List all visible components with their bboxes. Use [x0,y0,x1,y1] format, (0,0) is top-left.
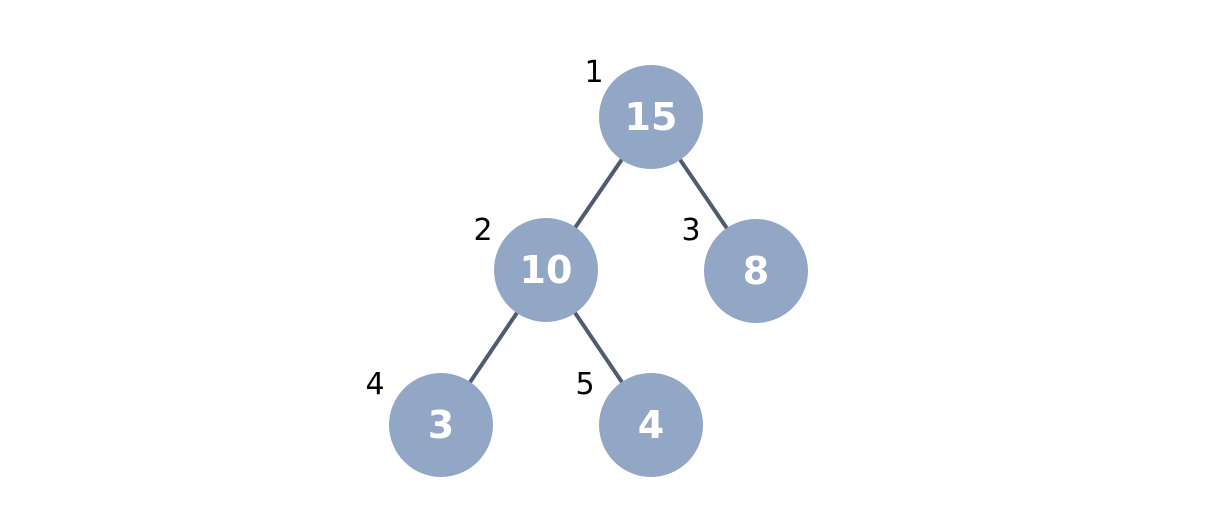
node-index-label: 1 [584,55,603,90]
tree-node-2: 10 2 [473,213,598,322]
edge-2-4 [468,311,519,384]
node-value: 15 [625,95,678,139]
node-value: 10 [520,248,573,292]
node-value: 4 [638,403,664,447]
tree-node-3: 83 [681,213,808,323]
tree-node-5: 45 [575,367,703,477]
tree-node-1: 15 1 [584,55,703,169]
edge-2-5 [573,311,624,384]
node-index-label: 4 [365,367,384,402]
edge-1-2 [573,157,624,230]
node-index-label: 5 [575,367,594,402]
node-value: 8 [743,249,769,293]
edges-layer [468,157,729,384]
edge-1-3 [678,157,729,231]
tree-node-4: 34 [365,367,493,477]
node-value: 3 [428,403,454,447]
node-circle [494,218,598,322]
node-index-label: 2 [473,213,492,248]
node-circle [599,373,703,477]
node-circle [599,65,703,169]
node-circle [704,219,808,323]
node-circle [389,373,493,477]
node-index-label: 3 [681,213,700,248]
